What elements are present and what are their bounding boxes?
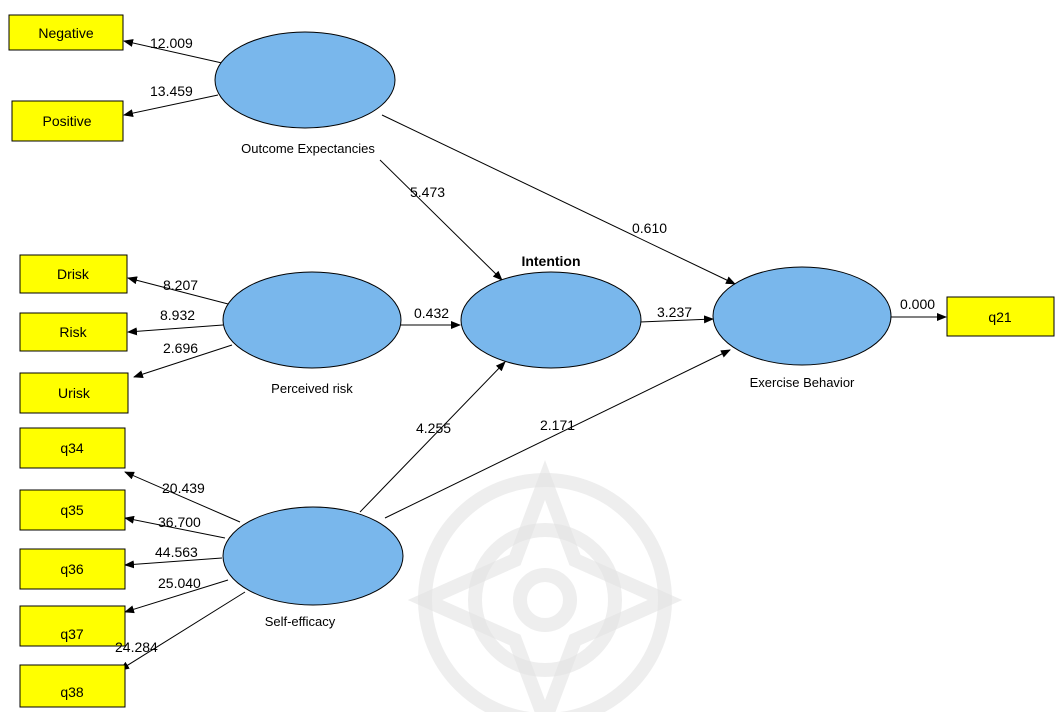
coef-positive: 13.459 [150, 83, 193, 99]
svg-text:q21: q21 [988, 309, 1012, 325]
coef-perceived-intention: 0.432 [414, 305, 449, 321]
latent-self-efficacy [222, 506, 404, 606]
coef-negative: 12.009 [150, 35, 193, 51]
indicator-urisk: Urisk [19, 372, 129, 414]
path-self-to-q34 [124, 471, 241, 523]
indicator-negative: Negative [8, 14, 124, 51]
label-outcome-expectancies: Outcome Expectancies [241, 141, 375, 156]
path-perceived-to-urisk [133, 344, 233, 379]
coef-self-exercise: 2.171 [540, 417, 575, 433]
coef-outcome-intention: 5.473 [410, 184, 445, 200]
indicator-drisk: Drisk [19, 254, 128, 294]
svg-text:q36: q36 [60, 561, 84, 577]
svg-text:q37: q37 [60, 626, 84, 642]
path-intention-to-exercise [639, 315, 714, 324]
path-self-to-q38 [119, 591, 246, 671]
coef-outcome-exercise: 0.610 [632, 220, 667, 236]
svg-text:q34: q34 [60, 440, 84, 456]
coef-intention-exercise: 3.237 [657, 304, 692, 320]
indicator-q38: q38 [19, 664, 126, 708]
coef-drisk: 8.207 [163, 277, 198, 293]
svg-text:Risk: Risk [59, 324, 87, 340]
path-outcome-to-negative [123, 39, 223, 64]
indicator-q21: q21 [946, 296, 1055, 337]
path-perceived-to-drisk [127, 276, 233, 306]
coef-self-intention: 4.255 [416, 420, 451, 436]
path-self-to-q37 [124, 579, 229, 614]
svg-text:Negative: Negative [38, 25, 93, 41]
coef-urisk: 2.696 [163, 340, 198, 356]
coef-q37: 25.040 [158, 575, 201, 591]
svg-text:Drisk: Drisk [57, 266, 90, 282]
coef-q38: 24.284 [115, 639, 158, 655]
path-self-to-exercise [384, 349, 731, 519]
watermark-emblem [407, 460, 683, 712]
path-outcome-to-exercise [381, 114, 736, 285]
indicator-q37: q37 [19, 605, 126, 647]
coef-q34: 20.439 [162, 480, 205, 496]
label-exercise-behavior: Exercise Behavior [750, 375, 855, 390]
indicator-q34: q34 [19, 427, 126, 469]
svg-text:q38: q38 [60, 684, 84, 700]
svg-text:Urisk: Urisk [58, 385, 91, 401]
path-self-to-intention [359, 361, 506, 513]
svg-text:q35: q35 [60, 502, 84, 518]
coef-q35: 36.700 [158, 514, 201, 530]
latent-outcome-expectancies [214, 31, 396, 129]
indicator-q35: q35 [19, 489, 126, 531]
label-intention: Intention [521, 253, 580, 269]
coef-exercise-q21: 0.000 [900, 296, 935, 312]
path-perceived-to-risk [127, 324, 224, 336]
coef-q36: 44.563 [155, 544, 198, 560]
path-self-to-q36 [124, 557, 223, 569]
latent-perceived-risk [222, 271, 402, 369]
label-self-efficacy: Self-efficacy [265, 614, 336, 629]
indicator-q36: q36 [19, 548, 126, 590]
indicator-risk: Risk [19, 312, 128, 352]
path-self-to-q35 [124, 515, 226, 539]
coef-risk: 8.932 [160, 307, 195, 323]
path-outcome-to-intention [379, 159, 503, 281]
indicator-positive: Positive [11, 100, 124, 142]
path-outcome-to-positive [123, 94, 219, 118]
svg-text:Positive: Positive [42, 113, 91, 129]
latent-exercise-behavior [712, 266, 892, 366]
label-perceived-risk: Perceived risk [271, 381, 353, 396]
latent-intention [460, 271, 642, 369]
